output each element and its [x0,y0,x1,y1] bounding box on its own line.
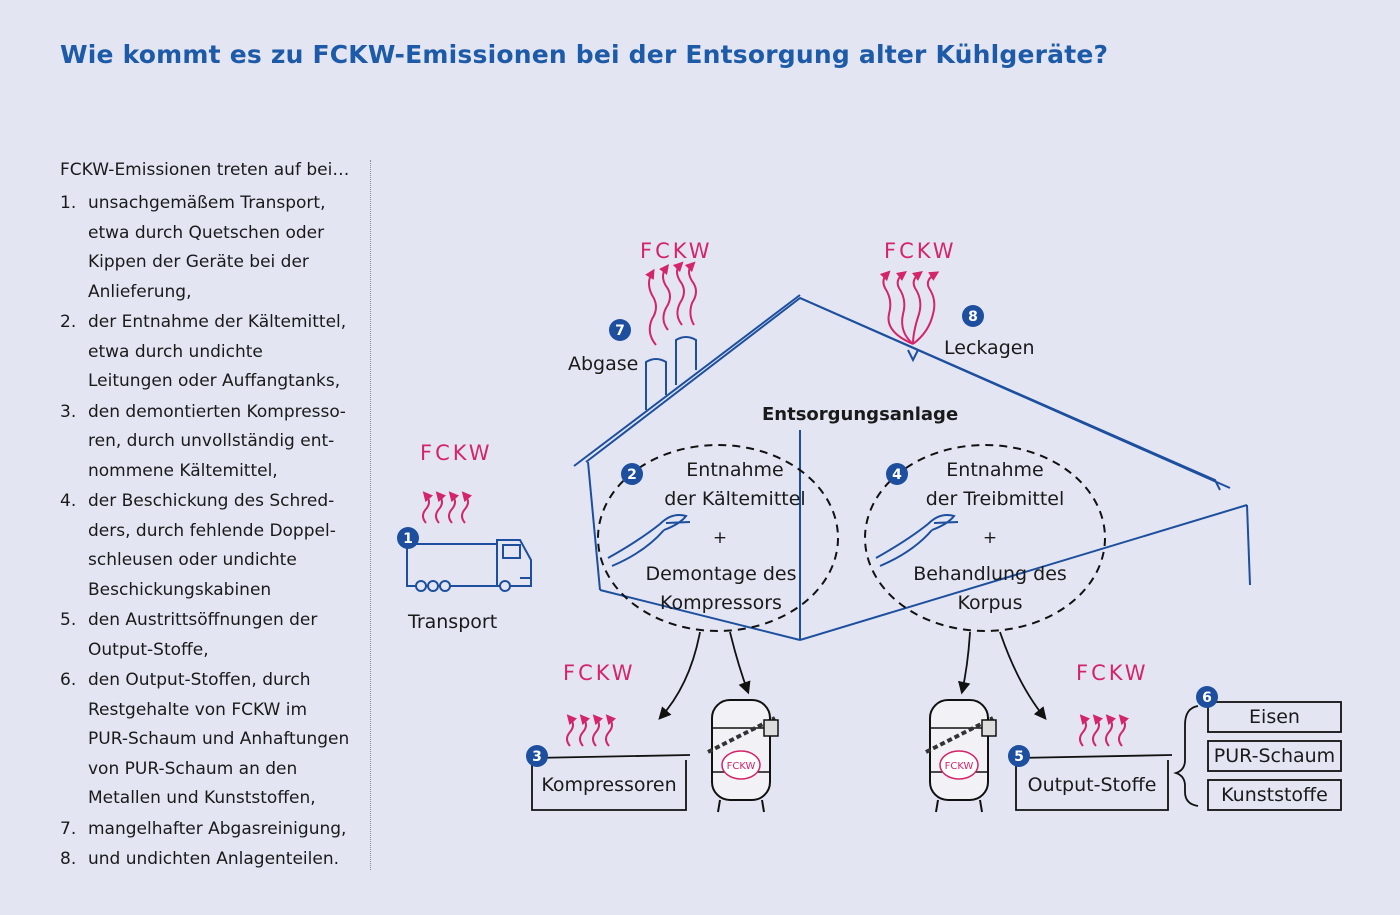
svg-text:4: 4 [892,467,902,483]
step-4-line-1: Entnahme [946,459,1044,481]
list-item: 7.mangelhafter Abgasreinigung, [60,818,347,839]
step-4-plus: + [982,528,998,548]
svg-text:2: 2 [627,467,637,483]
svg-text:FCKW: FCKW [945,761,974,772]
process-step-2-ellipse [597,444,839,632]
fckw-emission-icon: FCKW [1076,661,1149,746]
plant-label: Entsorgungsanlage [762,404,959,425]
step-2-line-2: der Kältemittel [664,488,806,510]
kompressoren-box [531,754,691,811]
output-box [1015,754,1173,811]
pliers-icon [607,514,691,567]
causes-list: 1.unsachgemäßem Transport, etwa durch Qu… [60,189,360,876]
badge-7: 7 [609,319,631,341]
badge-6: 6 [1196,686,1218,708]
list-item: 5.den Austrittsöffnungen der Output-Stof… [60,610,318,660]
badge-4: 4 [886,463,908,485]
step-4-line-3: Behandlung des [913,563,1067,585]
svg-text:5: 5 [1014,749,1024,765]
locked-tank-icon: FCKW [707,699,779,813]
badge-3: 3 [526,745,548,767]
svg-text:8: 8 [968,309,978,325]
list-item: 2.der Entnahme der Kältemittel, etwa dur… [60,312,347,391]
pur-box [1207,740,1342,772]
list-item: 1.unsachgemäßem Transport, etwa durch Qu… [60,193,326,302]
list-item: 3.den demontierten Kompresso­ren, durch … [60,401,346,481]
kunststoffe-box [1207,779,1342,811]
output-label: Output-Stoffe [1027,774,1157,796]
truck-icon [406,539,532,592]
fckw-emission-icon: FCKW [640,239,713,346]
svg-text:FCKW: FCKW [420,441,493,465]
fckw-emission-icon: FCKW [563,661,636,746]
locked-tank-icon: FCKW [925,699,997,813]
abgase-label: Abgase [568,353,639,375]
step-2-plus: + [712,528,728,548]
leckagen-label: Leckagen [944,337,1035,359]
svg-text:3: 3 [532,749,542,765]
svg-text:FCKW: FCKW [563,661,636,685]
flow-arrow [658,631,1047,720]
svg-text:7: 7 [615,323,625,339]
eisen-box [1207,701,1342,733]
badge-2: 2 [621,463,643,485]
column-divider [370,160,371,870]
step-4-line-2: der Treibmittel [925,488,1065,510]
svg-text:6: 6 [1202,690,1212,706]
pliers-icon [875,514,959,567]
fckw-emission-icon: FCKW [879,239,957,345]
step-2-line-3: Demontage des [645,563,797,585]
pur-label: PUR-Schaum [1213,745,1336,767]
intro-text: FCKW-Emissionen treten auf bei… [60,160,350,180]
step-2-line-1: Entnahme [686,459,784,481]
badge-8: 8 [962,305,984,327]
svg-text:FCKW: FCKW [727,761,756,772]
page-title: Wie kommt es zu FCKW-Emissionen bei der … [60,40,1109,69]
output-brace [1173,705,1199,807]
list-item: 4.der Beschickung des Schred­ders, durch… [60,491,336,600]
leak-mark [907,349,919,363]
disposal-plant-outline [573,294,1251,641]
step-4-line-4: Korpus [957,592,1023,614]
svg-text:FCKW: FCKW [640,239,713,263]
svg-text:FCKW: FCKW [884,239,957,263]
svg-text:1: 1 [403,531,413,547]
kunststoffe-label: Kunststoffe [1221,784,1328,806]
badge-5: 5 [1008,745,1030,767]
badge-1: 1 [397,527,419,549]
svg-text:FCKW: FCKW [1076,661,1149,685]
transport-label: Transport [408,611,498,633]
kompressoren-label: Kompressoren [541,774,677,796]
chimney-icon [645,336,697,410]
list-item: 8.und undichten Anlagenteilen. [60,849,340,869]
list-item: 6.den Output-Stoffen, durch Restgehalte … [60,670,350,808]
process-step-4-ellipse [864,444,1106,632]
eisen-label: Eisen [1249,706,1300,728]
fckw-emission-icon: FCKW [420,441,493,523]
step-2-line-4: Kompressors [660,592,782,614]
